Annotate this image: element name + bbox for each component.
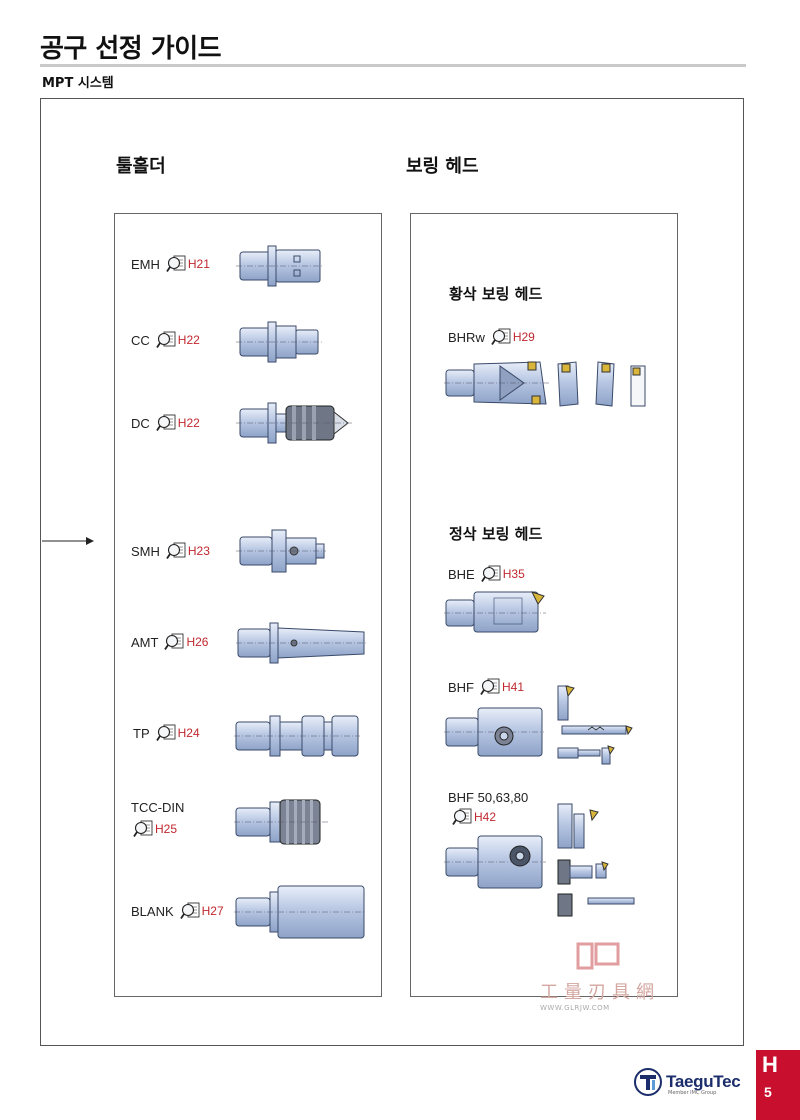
emh-holder-drawing xyxy=(236,245,324,287)
bhrw-cartridge-1-drawing xyxy=(557,361,579,407)
page-ref-link[interactable]: H35 xyxy=(502,567,525,581)
magnifier-book-icon[interactable] xyxy=(156,331,176,349)
toolholder-name: DC xyxy=(131,415,150,431)
toolholder-name: TCC-DIN xyxy=(131,800,185,815)
magnifier-book-icon[interactable] xyxy=(166,255,186,273)
toolholder-item-blank[interactable]: BLANK H27 xyxy=(131,902,224,920)
tp-holder-drawing xyxy=(234,715,360,757)
boring-head-name: BHF xyxy=(448,679,474,695)
toolholders-heading: 툴홀더 xyxy=(116,156,166,177)
toolholder-name: EMH xyxy=(131,256,160,272)
page-number: 5 xyxy=(764,1084,772,1100)
brand-logo: TaeguTec xyxy=(634,1068,741,1096)
title-divider xyxy=(40,64,746,67)
toolholder-item-tcc-din-name[interactable]: TCC-DIN xyxy=(131,800,184,815)
magnifier-book-icon[interactable] xyxy=(480,678,500,696)
cc-holder-drawing xyxy=(236,321,324,363)
toolholder-item-dc[interactable]: DC H22 xyxy=(131,414,200,432)
magnifier-book-icon[interactable] xyxy=(491,328,511,346)
smh-holder-drawing xyxy=(236,529,326,573)
blank-holder-drawing xyxy=(234,885,366,939)
brand-tagline: Member IMC Group xyxy=(668,1090,717,1096)
bhf-50-63-80-head-drawing xyxy=(444,835,546,889)
magnifier-book-icon[interactable] xyxy=(166,542,186,560)
magnifier-book-icon[interactable] xyxy=(156,414,176,432)
watermark-text: 工量刃具網 xyxy=(540,982,660,1003)
toolholder-name: BLANK xyxy=(131,903,174,919)
section-tab: H 5 xyxy=(756,1050,800,1120)
toolholder-item-smh[interactable]: SMH H23 xyxy=(131,542,210,560)
bhf-50-63-80-accessories-drawing xyxy=(557,803,635,917)
toolholder-item-tp[interactable]: TP H24 xyxy=(133,724,200,742)
boring-head-name: BHE xyxy=(448,566,475,582)
toolholder-item-tcc-din-ref[interactable]: H25 xyxy=(133,820,177,838)
magnifier-book-icon[interactable] xyxy=(481,565,501,583)
page-ref-link[interactable]: H26 xyxy=(186,635,209,649)
page-ref-link[interactable]: H29 xyxy=(512,330,535,344)
toolholder-name: AMT xyxy=(131,634,159,650)
boring-head-name: BHF 50,63,80 xyxy=(448,790,529,805)
boring-head-name: BHRw xyxy=(448,329,485,345)
page-ref-link[interactable]: H27 xyxy=(201,904,224,918)
toolholder-item-amt[interactable]: AMT H26 xyxy=(131,633,208,651)
amt-holder-drawing xyxy=(236,622,366,664)
rough-boring-heading: 황삭 보링 헤드 xyxy=(449,285,543,303)
bhf-head-drawing xyxy=(444,707,544,757)
bhrw-cartridge-3-drawing xyxy=(630,365,646,407)
page-ref-link[interactable]: H21 xyxy=(187,257,210,271)
boring-item-bhf[interactable]: BHF H41 xyxy=(448,678,524,696)
brand-name: TaeguTec xyxy=(666,1072,741,1091)
magnifier-book-icon[interactable] xyxy=(452,808,472,826)
page-ref-link[interactable]: H23 xyxy=(187,544,210,558)
magnifier-book-icon[interactable] xyxy=(164,633,184,651)
watermark-url: WWW.GLRJW.COM xyxy=(540,1004,610,1012)
bhe-head-drawing xyxy=(444,591,546,633)
toolholder-item-cc[interactable]: CC H22 xyxy=(131,331,200,349)
magnifier-book-icon[interactable] xyxy=(156,724,176,742)
toolholder-name: CC xyxy=(131,332,150,348)
page-ref-link[interactable]: H25 xyxy=(155,822,178,836)
boring-item-bhf-large-ref[interactable]: H42 xyxy=(452,808,496,826)
page-ref-link[interactable]: H22 xyxy=(177,416,200,430)
dc-holder-drawing xyxy=(236,402,354,444)
magnifier-book-icon[interactable] xyxy=(133,820,153,838)
toolholder-name: SMH xyxy=(131,543,160,559)
boring-item-bhe[interactable]: BHE H35 xyxy=(448,565,525,583)
magnifier-book-icon[interactable] xyxy=(180,902,200,920)
boring-item-bhf-large-name[interactable]: BHF 50,63,80 xyxy=(448,790,528,805)
page-ref-link[interactable]: H42 xyxy=(474,810,497,824)
boring-heads-heading: 보링 헤드 xyxy=(406,156,479,177)
arrow-right-icon xyxy=(42,537,94,545)
bhrw-cartridge-2-drawing xyxy=(595,361,615,407)
bhf-accessories-drawing xyxy=(557,685,633,765)
taegutec-logo-icon xyxy=(634,1068,662,1096)
page-ref-link[interactable]: H24 xyxy=(177,726,200,740)
bhrw-head-drawing xyxy=(444,361,550,405)
page-subtitle: MPT 시스템 xyxy=(42,76,114,91)
watermark-logo-icon xyxy=(576,942,620,970)
page-ref-link[interactable]: H22 xyxy=(177,333,200,347)
tcc-din-holder-drawing xyxy=(234,799,328,845)
section-tab-letter: H xyxy=(762,1052,778,1077)
boring-item-bhrw[interactable]: BHRw H29 xyxy=(448,328,535,346)
toolholder-name: TP xyxy=(133,725,150,741)
page-ref-link[interactable]: H41 xyxy=(502,680,525,694)
finish-boring-heading: 정삭 보링 헤드 xyxy=(449,525,543,543)
page-title: 공구 선정 가이드 xyxy=(40,34,222,64)
guide-frame xyxy=(40,98,744,1046)
toolholder-item-emh[interactable]: EMH H21 xyxy=(131,255,210,273)
